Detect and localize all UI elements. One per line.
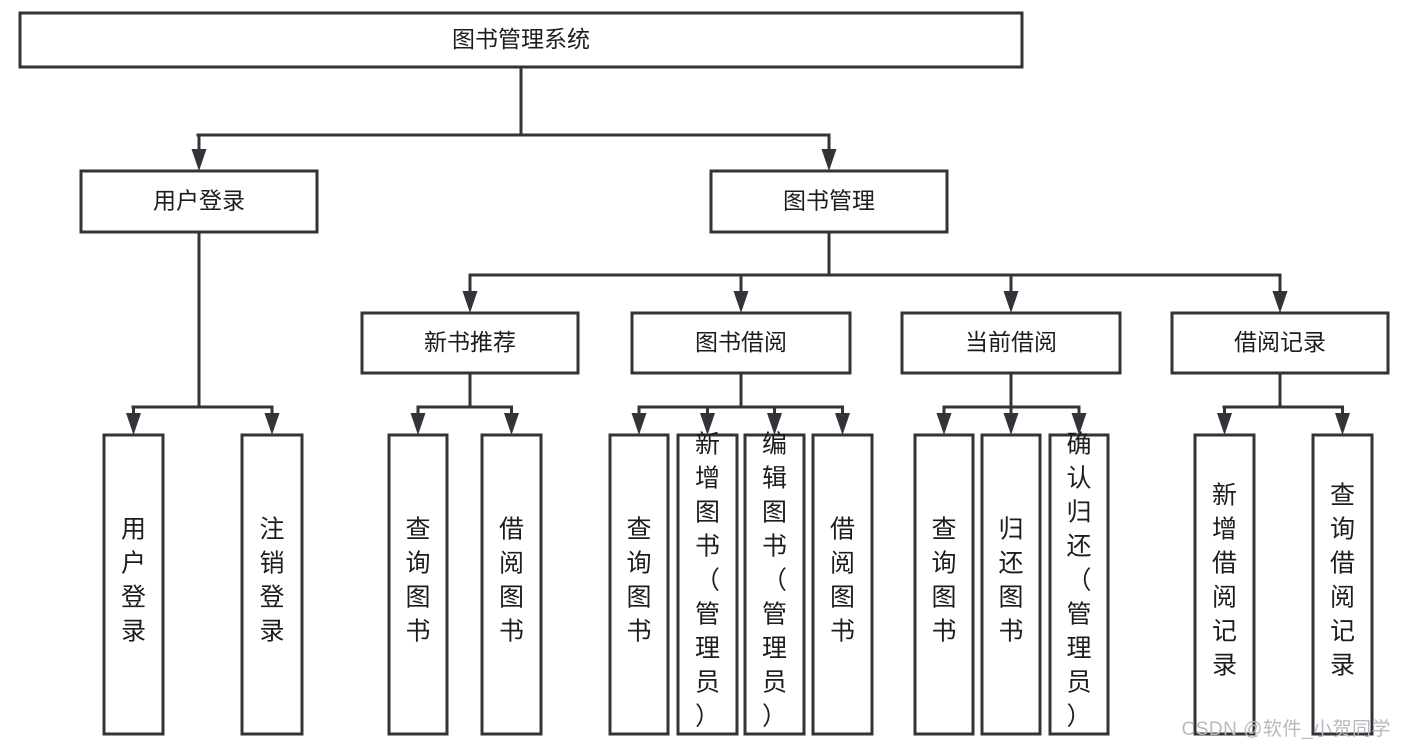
- edge-l3_current_borrow-to-leaf_return_book: [1003, 405, 1019, 435]
- node-leaf-user-login[interactable]: 用户登录: [102, 433, 165, 736]
- edge-l2_book_manage-to-l3_new_book_rec: [462, 273, 478, 313]
- node-root[interactable]: 图书管理系统: [18, 11, 1024, 69]
- node-label: 图书管理系统: [452, 26, 590, 52]
- node-leaf-confirm-return[interactable]: 确认归还（管理员）: [1048, 431, 1110, 736]
- node-label: 借阅记录: [1234, 329, 1326, 355]
- node-label: 查询图书: [405, 516, 430, 646]
- bus-borrow-record: [1222, 371, 1344, 409]
- node-l3-new-book-rec[interactable]: 新书推荐: [360, 311, 580, 375]
- node-label: 注销登录: [259, 516, 284, 646]
- bus-new-book-rec: [416, 371, 513, 409]
- edge-l3_borrow_record-to-leaf_query_record: [1335, 405, 1350, 435]
- node-leaf-return-book[interactable]: 归还图书: [980, 433, 1042, 736]
- node-label: 用户登录: [121, 516, 146, 646]
- edge-root-to-l2_user_login: [191, 133, 207, 171]
- edge-l3_new_book_rec-to-leaf_query_book_a: [410, 405, 426, 435]
- node-label: 借阅图书: [499, 516, 524, 646]
- node-leaf-query-book-c[interactable]: 查询图书: [913, 433, 975, 736]
- node-label: 图书管理: [783, 188, 875, 214]
- node-label: 图书借阅: [695, 329, 787, 355]
- node-leaf-borrow-book-b[interactable]: 借阅图书: [811, 433, 874, 736]
- node-l3-borrow-record[interactable]: 借阅记录: [1170, 311, 1390, 375]
- bus-user-login: [131, 230, 274, 409]
- edge-l3_book_borrow-to-leaf_add_book: [700, 405, 715, 435]
- bus-book-borrow: [637, 371, 844, 409]
- edge-l3_current_borrow-to-leaf_query_book_c: [936, 405, 952, 435]
- node-leaf-query-book-a[interactable]: 查询图书: [387, 433, 449, 736]
- node-label: 当前借阅: [965, 329, 1057, 355]
- edge-l3_current_borrow-to-leaf_confirm_return: [1071, 405, 1087, 435]
- edge-l3_book_borrow-to-leaf_borrow_book_b: [835, 405, 850, 435]
- connector-layer: [126, 65, 1350, 435]
- edge-l3_new_book_rec-to-leaf_borrow_book_a: [504, 405, 519, 435]
- node-l2-book-manage[interactable]: 图书管理: [709, 169, 949, 234]
- node-l3-book-borrow[interactable]: 图书借阅: [630, 311, 852, 375]
- bus-book-manage: [468, 230, 1282, 277]
- edge-l3_borrow_record-to-leaf_add_record: [1217, 405, 1232, 435]
- node-leaf-query-book-b[interactable]: 查询图书: [608, 433, 670, 736]
- node-label: 查询借阅记录: [1330, 482, 1355, 680]
- node-label: 用户登录: [153, 188, 245, 214]
- edge-l3_book_borrow-to-leaf_edit_book: [767, 405, 782, 435]
- node-leaf-edit-book[interactable]: 编辑图书（管理员）: [743, 431, 806, 736]
- node-leaf-logout-login[interactable]: 注销登录: [240, 433, 304, 736]
- edge-root-to-l2_book_manage: [821, 133, 837, 171]
- node-label: 新增图书（管理员）: [695, 431, 720, 731]
- bus-current-borrow: [942, 371, 1081, 409]
- node-l2-user-login[interactable]: 用户登录: [79, 169, 319, 234]
- edge-l2_user_login-to-leaf_user_login: [126, 405, 141, 435]
- node-label: 新书推荐: [424, 329, 516, 355]
- node-label: 归还图书: [998, 516, 1023, 646]
- node-leaf-query-record[interactable]: 查询借阅记录: [1311, 433, 1374, 736]
- node-label: 查询图书: [931, 516, 956, 646]
- node-label: 确认归还（管理员）: [1066, 431, 1091, 731]
- node-label: 查询图书: [626, 516, 651, 646]
- node-label: 编辑图书（管理员）: [762, 431, 787, 731]
- node-label: 借阅图书: [830, 516, 855, 646]
- node-label: 新增借阅记录: [1212, 482, 1237, 680]
- edge-l2_book_manage-to-l3_current_borrow: [1003, 273, 1019, 313]
- edge-l2_book_manage-to-l3_book_borrow: [733, 273, 749, 313]
- node-leaf-add-book[interactable]: 新增图书（管理员）: [676, 431, 739, 736]
- node-leaf-borrow-book-a[interactable]: 借阅图书: [480, 433, 543, 736]
- node-leaf-add-record[interactable]: 新增借阅记录: [1193, 433, 1256, 736]
- node-layer: 图书管理系统用户登录图书管理新书推荐图书借阅当前借阅借阅记录用户登录注销登录查询…: [18, 11, 1390, 736]
- bus-root: [196, 65, 831, 137]
- node-l3-current-borrow[interactable]: 当前借阅: [900, 311, 1122, 375]
- edge-l3_book_borrow-to-leaf_query_book_b: [631, 405, 647, 435]
- edge-l2_book_manage-to-l3_borrow_record: [1272, 273, 1288, 313]
- edge-l2_user_login-to-leaf_logout_login: [264, 405, 280, 435]
